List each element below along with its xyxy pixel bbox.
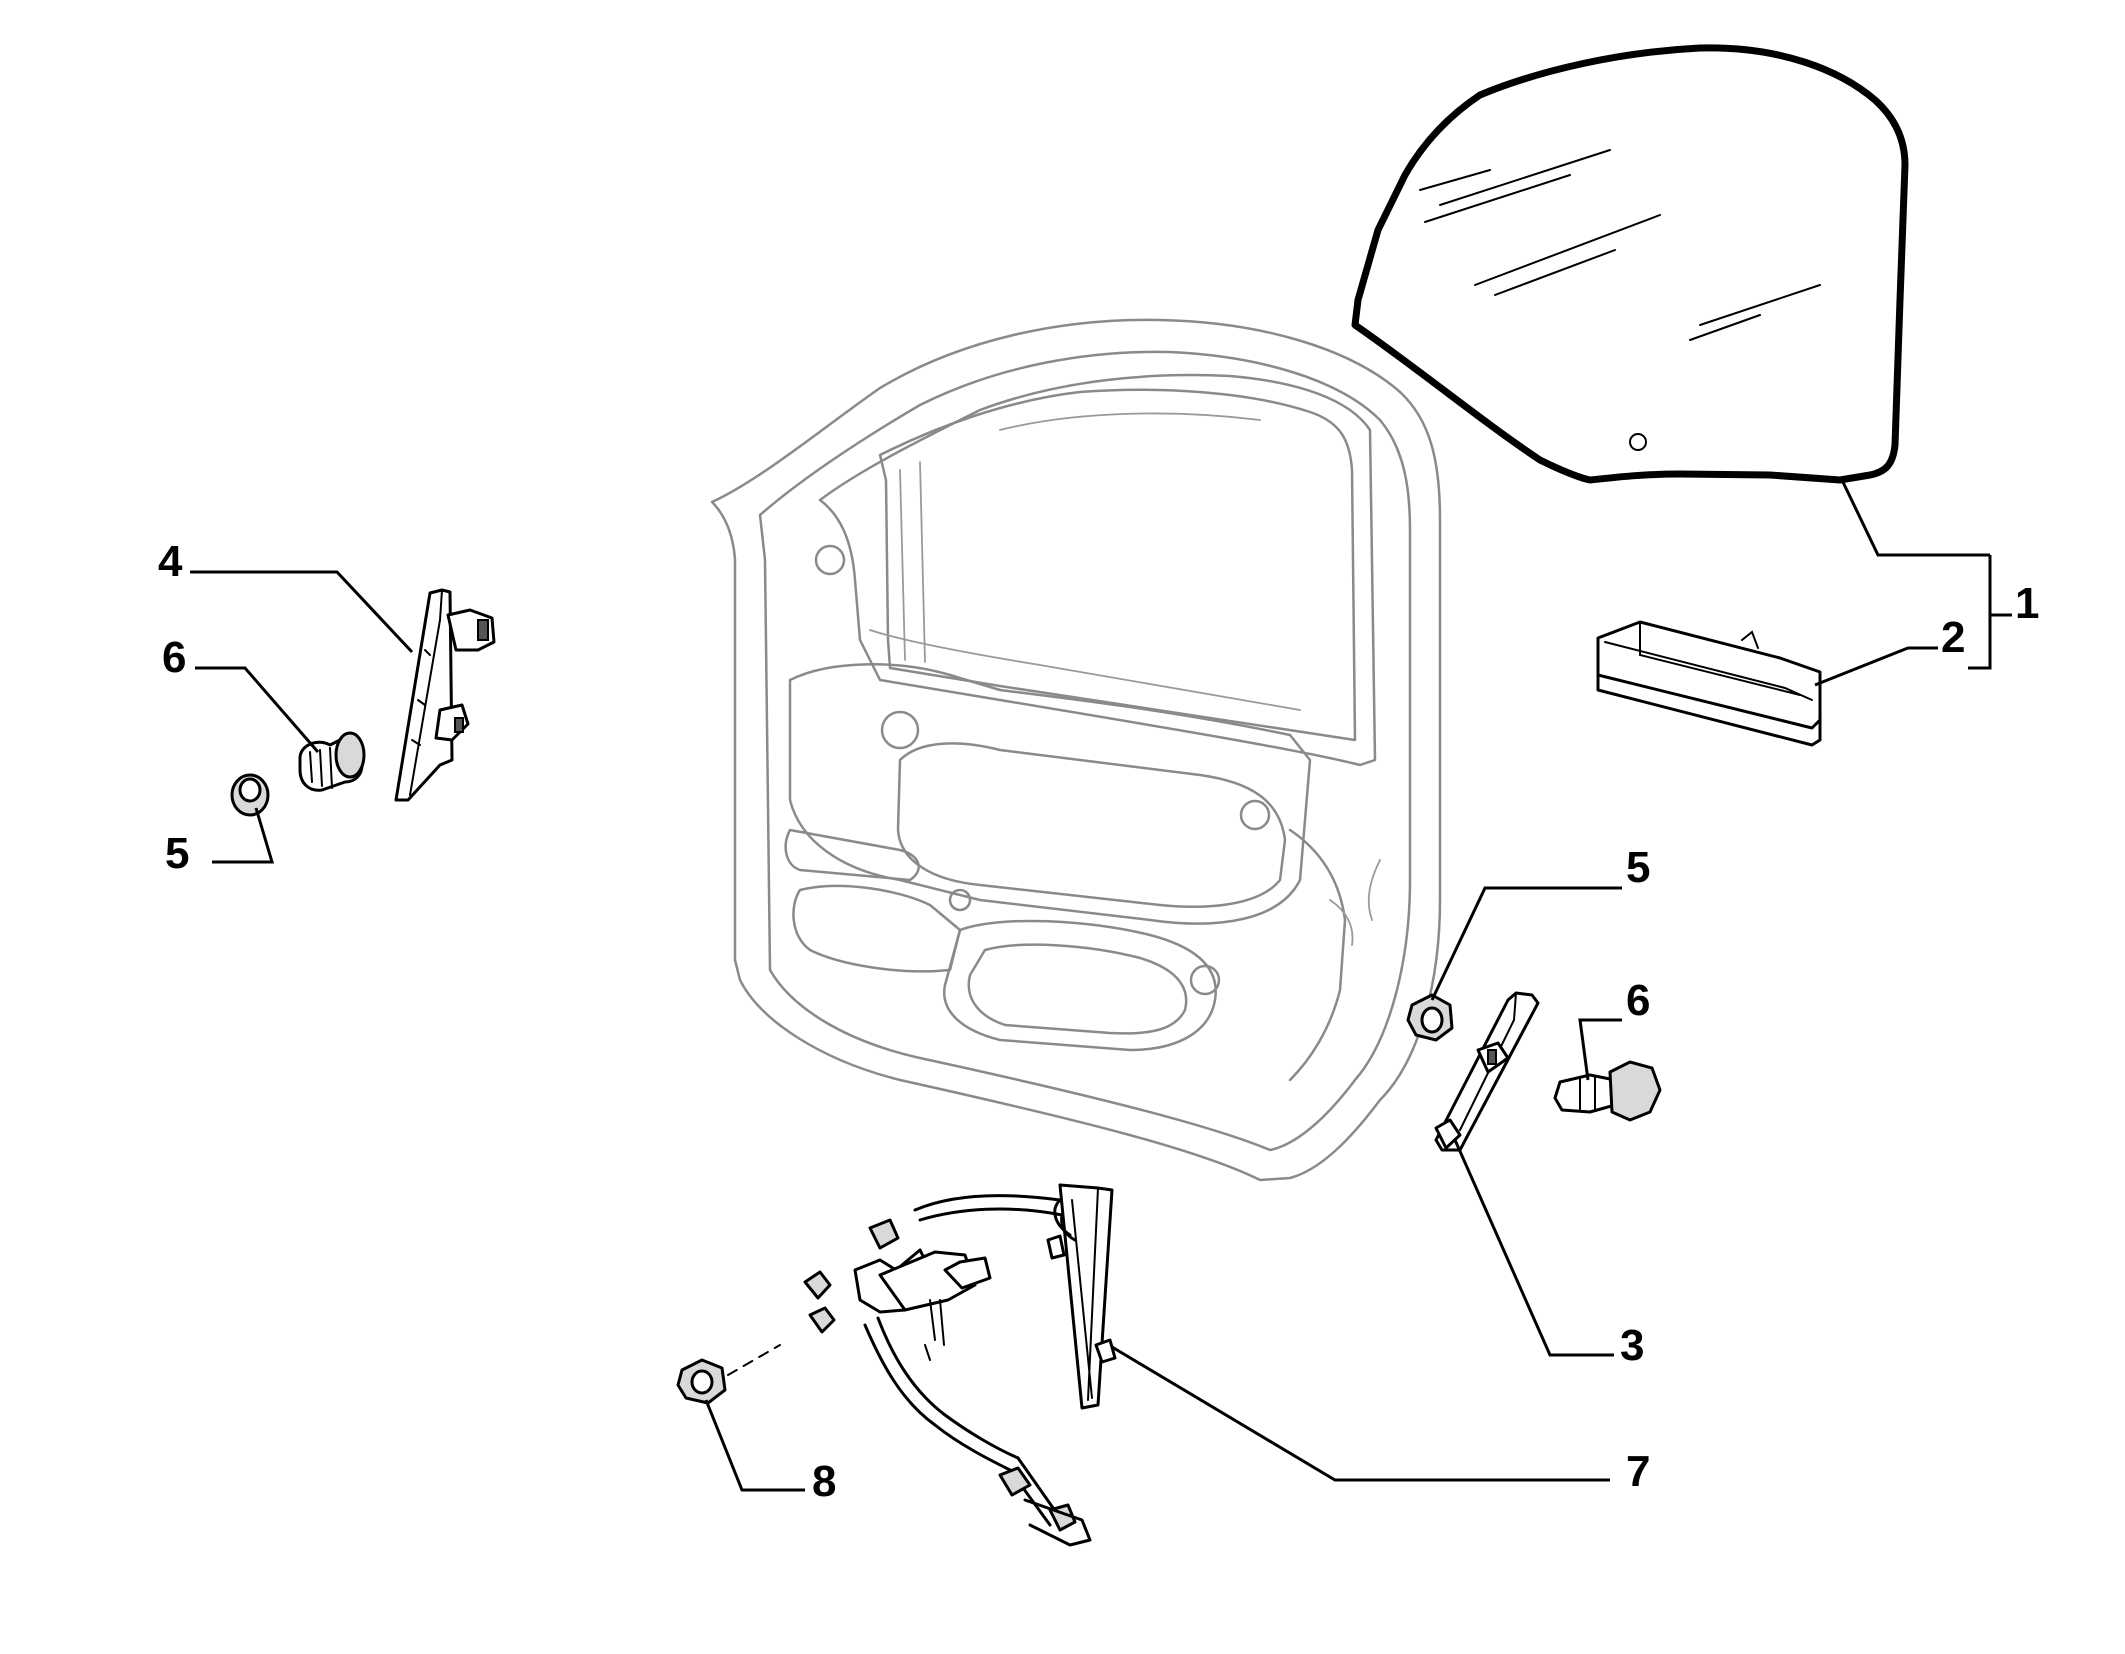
callout-4: 4 <box>158 537 183 586</box>
callout-2: 2 <box>1941 613 1965 662</box>
callout-3: 3 <box>1620 1321 1644 1370</box>
leader-5-right <box>1430 886 1622 1001</box>
guide-rail-part-4 <box>394 588 496 802</box>
bolt-part-6-right <box>1553 1060 1662 1122</box>
callout-7: 7 <box>1626 1447 1650 1496</box>
leader-6-left <box>195 666 320 753</box>
leader-3 <box>1453 1139 1614 1357</box>
guide-rail-part-3 <box>1434 991 1540 1152</box>
callout-labels: 1 2 3 4 5 5 6 6 7 8 <box>158 537 2039 1506</box>
glass-channel-part-2 <box>1596 620 1822 747</box>
leader-4 <box>190 570 414 654</box>
leader-1-bracket <box>1968 555 2012 670</box>
leader-7 <box>1111 1345 1610 1482</box>
nut-part-5-right <box>1406 993 1454 1042</box>
leader-8 <box>704 1399 805 1492</box>
leader-5-left <box>212 807 275 864</box>
callout-5-left: 5 <box>165 829 189 878</box>
callout-1: 1 <box>2015 579 2039 628</box>
nut-part-8 <box>676 1344 781 1405</box>
leader-lines <box>190 479 2012 1492</box>
nut-part-5-left <box>230 773 270 817</box>
window-glass-part-1 <box>1351 44 1909 484</box>
leader-2 <box>1814 646 1938 687</box>
callout-8: 8 <box>812 1457 836 1506</box>
callout-6-right: 6 <box>1626 976 1650 1025</box>
callout-6-left: 6 <box>162 633 186 682</box>
leader-1-glass <box>1840 479 1990 557</box>
window-regulator-part-7 <box>803 1183 1117 1547</box>
door-shell <box>710 318 1442 1182</box>
callout-5-right: 5 <box>1626 843 1650 892</box>
leader-6-right <box>1578 1018 1622 1081</box>
